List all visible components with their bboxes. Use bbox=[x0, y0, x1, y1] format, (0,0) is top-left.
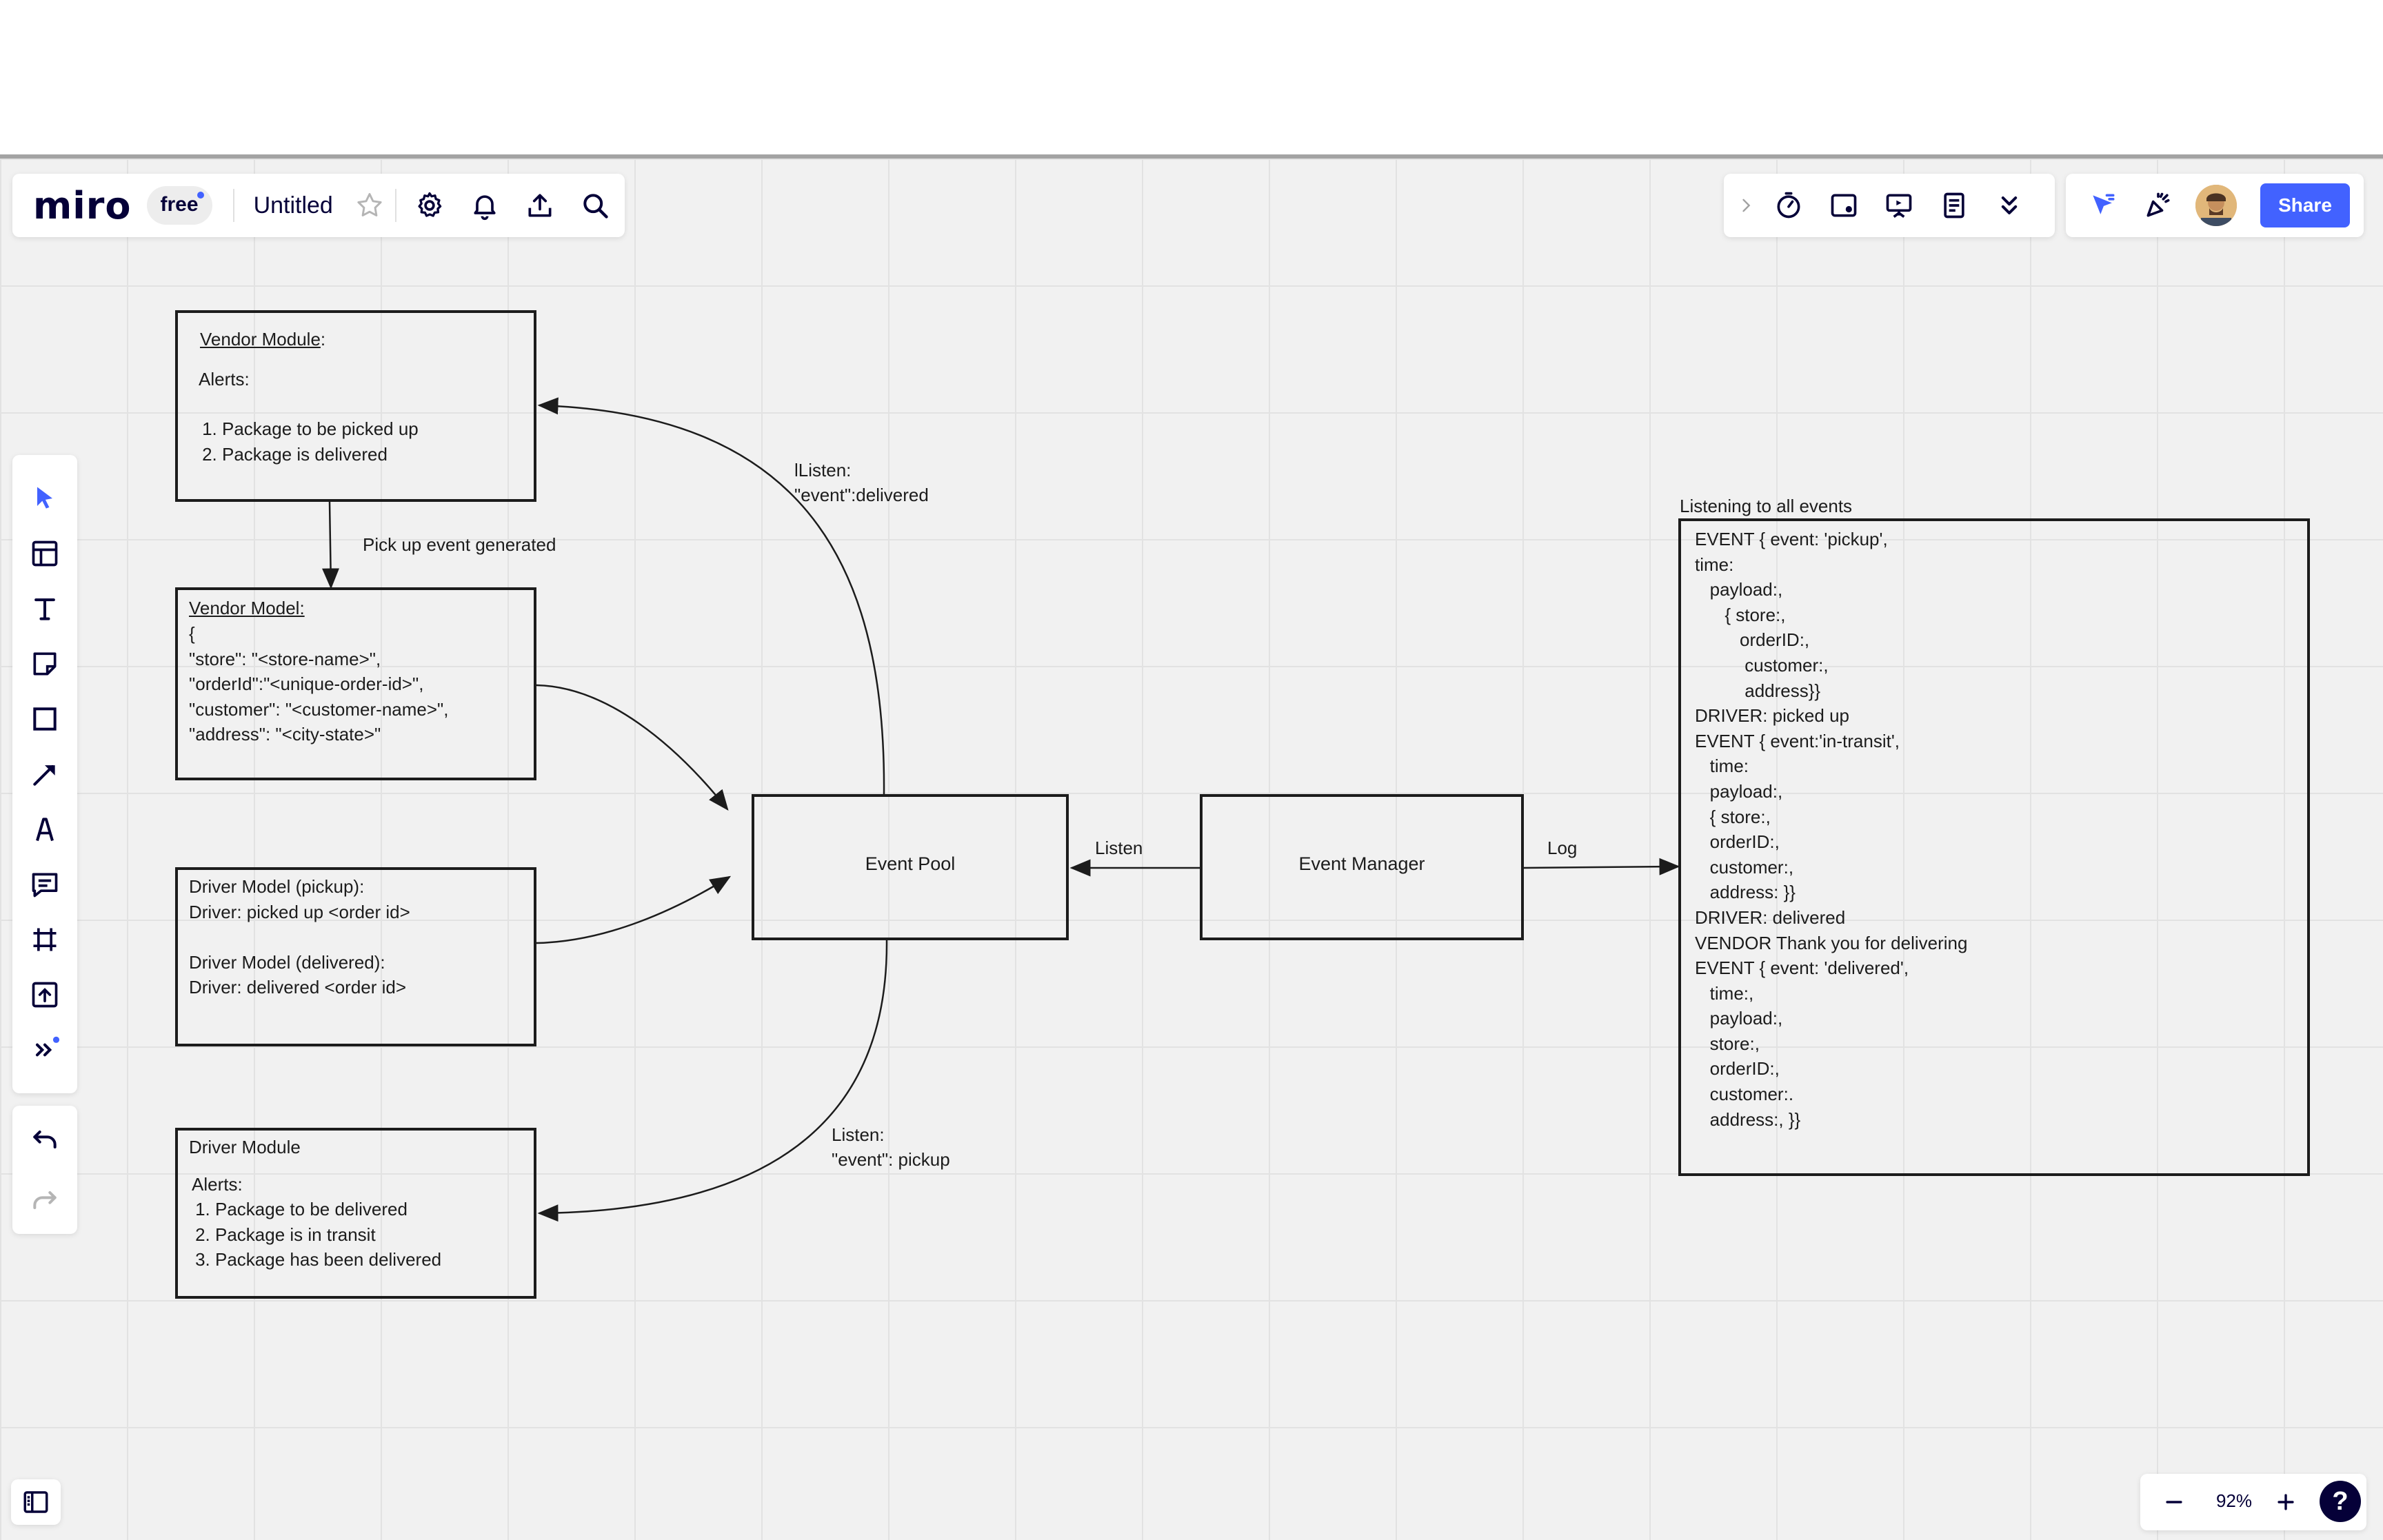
share-button[interactable]: Share bbox=[2260, 183, 2350, 227]
listen-label: Listen bbox=[1095, 838, 1143, 858]
zoom-level[interactable]: 92% bbox=[2215, 1490, 2253, 1511]
window-divider bbox=[0, 154, 2383, 159]
bell-icon[interactable] bbox=[457, 178, 512, 233]
settings-gear-icon[interactable] bbox=[402, 178, 457, 233]
cursor-follow-icon[interactable] bbox=[2075, 178, 2131, 233]
undo-icon[interactable] bbox=[22, 1117, 68, 1162]
double-chevron-down-icon[interactable] bbox=[1982, 178, 2037, 233]
driver-module-box[interactable]: Driver Module Alerts: Package to be deli… bbox=[175, 1128, 536, 1299]
upload-icon[interactable] bbox=[22, 972, 68, 1017]
driver-module-title: Driver Module bbox=[189, 1137, 301, 1157]
redo-icon[interactable] bbox=[22, 1177, 68, 1223]
voting-card-icon[interactable] bbox=[1816, 178, 1871, 233]
plan-badge[interactable]: free bbox=[146, 186, 212, 225]
frame-tool-icon[interactable] bbox=[22, 917, 68, 962]
celebrate-icon[interactable] bbox=[2131, 178, 2186, 233]
star-icon[interactable] bbox=[352, 178, 387, 233]
event-manager-label: Event Manager bbox=[1298, 853, 1425, 874]
history-toolbar bbox=[12, 1106, 77, 1234]
event-pool-box[interactable]: Event Pool bbox=[752, 794, 1069, 940]
event-pool-label: Event Pool bbox=[865, 853, 956, 874]
driver-model-box[interactable]: Driver Model (pickup): Driver: picked up… bbox=[175, 867, 536, 1046]
event-log-box[interactable]: EVENT { event: 'pickup', time: payload:,… bbox=[1678, 518, 2310, 1176]
miro-logo[interactable]: miro bbox=[33, 183, 132, 227]
driver-module-alert-list: Package to be delivered Package is in tr… bbox=[178, 1197, 441, 1273]
vendor-model-box[interactable]: Vendor Model: { "store": "<store-name>",… bbox=[175, 587, 536, 780]
zoom-out-icon[interactable] bbox=[2157, 1485, 2191, 1519]
more-apps-icon[interactable] bbox=[22, 1027, 68, 1073]
vendor-module-box[interactable]: Vendor Module: Alerts: Package to be pic… bbox=[175, 310, 536, 502]
vendor-module-alerts-label: Alerts: bbox=[199, 369, 250, 389]
listen-delivered-label: lListen: "event":delivered bbox=[794, 460, 929, 505]
timer-icon[interactable] bbox=[1761, 178, 1816, 233]
top-blank-area bbox=[0, 0, 2383, 154]
sidebar-toggle-icon[interactable] bbox=[11, 1479, 61, 1525]
board-header-panel: miro free Untitled bbox=[12, 174, 625, 237]
vendor-model-title: Vendor Model: bbox=[189, 598, 305, 618]
collab-tools-panel bbox=[1724, 174, 2055, 237]
event-manager-box[interactable]: Event Manager bbox=[1200, 794, 1524, 940]
vendor-module-alert-list: Package to be picked up Package is deliv… bbox=[185, 416, 419, 467]
notes-document-icon[interactable] bbox=[1927, 178, 1982, 233]
creation-toolbar bbox=[12, 455, 77, 1093]
sticky-note-icon[interactable] bbox=[22, 641, 68, 687]
pickup-generated-label: Pick up event generated bbox=[363, 534, 556, 555]
notification-dot bbox=[197, 192, 204, 199]
list-item: Package has been delivered bbox=[215, 1247, 441, 1273]
driver-model-body: Driver Model (pickup): Driver: picked up… bbox=[189, 876, 410, 998]
listening-all-label: Listening to all events bbox=[1680, 496, 1853, 516]
templates-icon[interactable] bbox=[22, 531, 68, 576]
pen-tool-icon[interactable] bbox=[22, 807, 68, 852]
board-title[interactable]: Untitled bbox=[253, 192, 333, 219]
user-avatar[interactable] bbox=[2195, 185, 2237, 226]
listen-pickup-label: Listen: "event": pickup bbox=[832, 1124, 950, 1170]
driver-module-alerts-label: Alerts: bbox=[192, 1174, 243, 1195]
shape-tool-icon[interactable] bbox=[22, 696, 68, 742]
list-item: Package is delivered bbox=[222, 442, 419, 467]
event-log-body: EVENT { event: 'pickup', time: payload:,… bbox=[1695, 529, 1968, 1130]
comment-icon[interactable] bbox=[22, 862, 68, 907]
header-divider bbox=[394, 189, 396, 222]
upload-export-icon[interactable] bbox=[512, 178, 567, 233]
list-item: Package to be delivered bbox=[215, 1197, 441, 1222]
list-item: Package is in transit bbox=[215, 1222, 441, 1248]
vendor-module-title: Vendor Module: bbox=[200, 329, 326, 349]
header-divider bbox=[232, 189, 234, 222]
help-button[interactable]: ? bbox=[2320, 1481, 2361, 1522]
select-cursor-icon[interactable] bbox=[22, 476, 68, 521]
text-tool-icon[interactable] bbox=[22, 586, 68, 631]
chevron-right-icon[interactable] bbox=[1731, 178, 1761, 233]
list-item: Package to be picked up bbox=[222, 416, 419, 442]
connection-line-icon[interactable] bbox=[22, 751, 68, 797]
vendor-model-body: { "store": "<store-name>", "orderId":"<u… bbox=[189, 623, 449, 745]
search-icon[interactable] bbox=[567, 178, 623, 233]
board-canvas[interactable] bbox=[0, 159, 2383, 1540]
presentation-icon[interactable] bbox=[1871, 178, 1927, 233]
log-label: Log bbox=[1547, 838, 1578, 858]
zoom-in-icon[interactable] bbox=[2269, 1485, 2303, 1519]
